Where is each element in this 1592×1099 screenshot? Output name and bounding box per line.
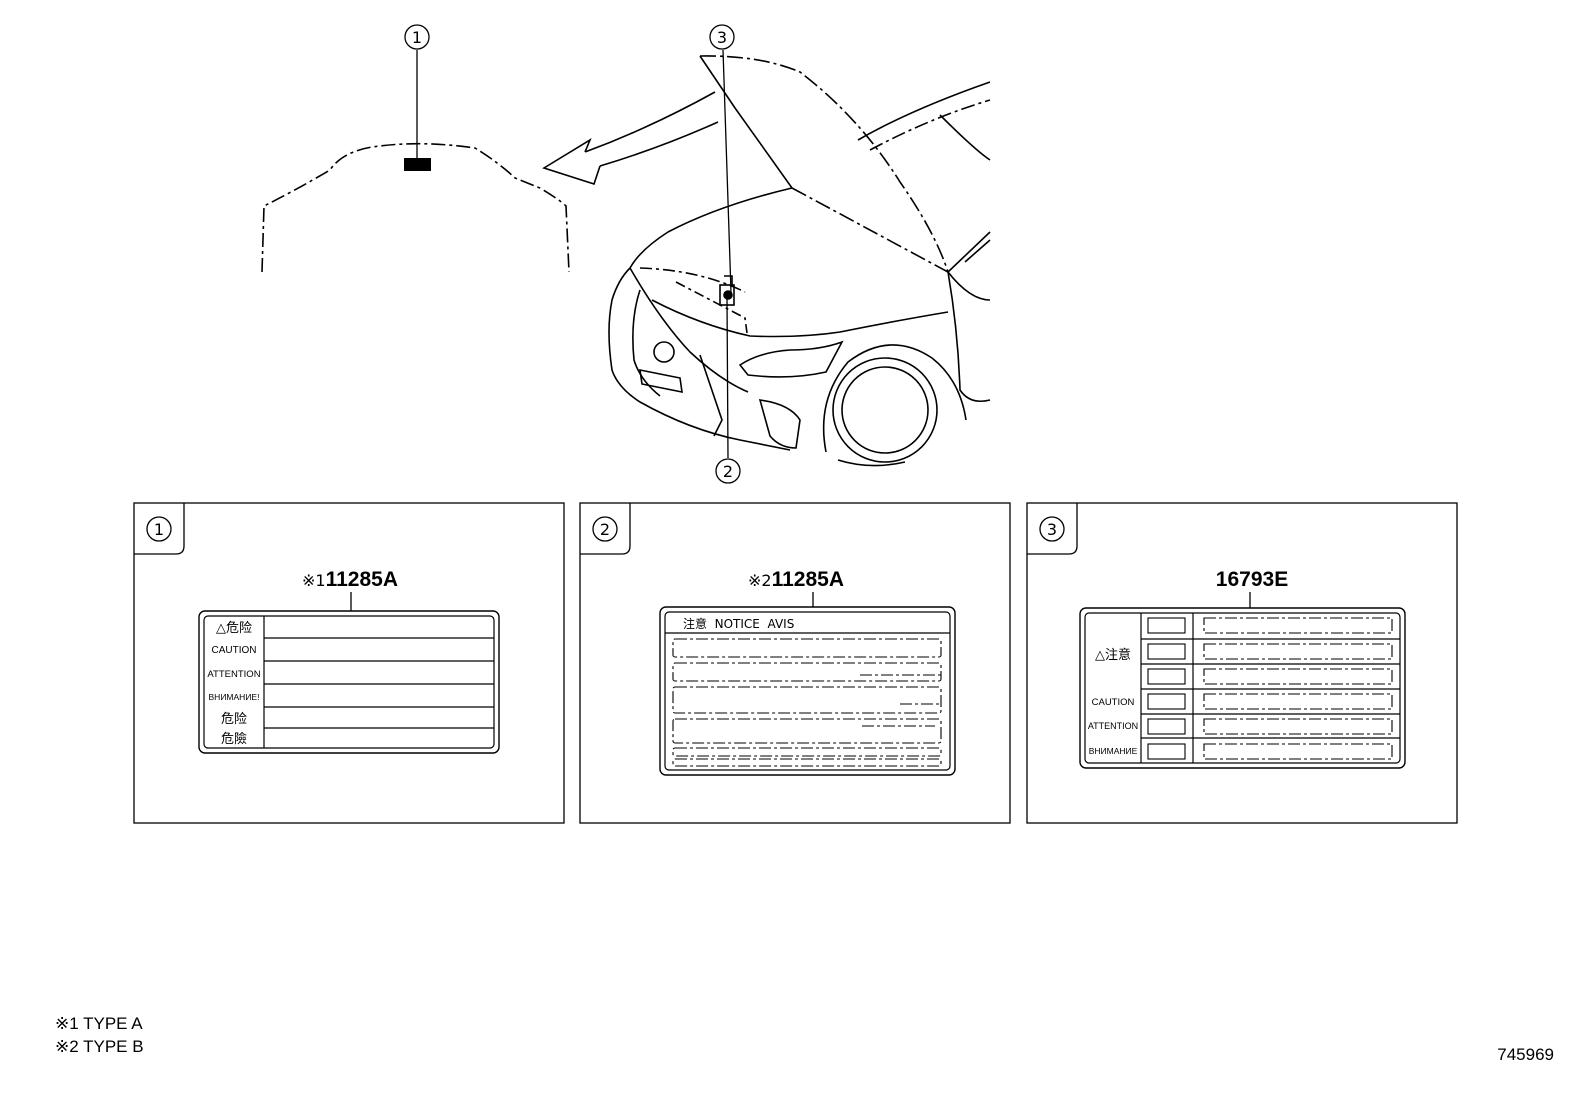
label-1-row-4: 危险 <box>221 712 247 727</box>
legend-item-type-a: ※1 TYPE A <box>55 1012 144 1035</box>
view-direction-arrow <box>542 91 719 186</box>
panel-2-part-number: ※211285A <box>748 568 844 591</box>
label-3-text-2: ATTENTION <box>1088 721 1138 731</box>
leader-line-2 <box>726 297 729 459</box>
callout-number-3: 3 <box>717 28 727 47</box>
label-1-row-2: ATTENTION <box>207 669 260 680</box>
legend-text-2: TYPE B <box>83 1037 144 1056</box>
panel-3-number: 3 <box>1047 520 1057 539</box>
type-legend: ※1 TYPE A ※2 TYPE B <box>55 1012 144 1058</box>
label-1-row-0: △危险 <box>216 621 252 636</box>
panel-1-part-number: ※111285A <box>302 568 398 591</box>
label-3-text-1: CAUTION <box>1092 697 1135 708</box>
vehicle-front-illustration <box>608 55 991 467</box>
callout-circle-3 <box>709 24 735 50</box>
caution-label-16793e: △注意 CAUTION ATTENTION ВНИМАНИЕ <box>1079 607 1406 769</box>
panel-3-part-number: 16793E <box>1216 568 1288 591</box>
figure-id: 745969 <box>1497 1045 1554 1064</box>
label-3-text-3: ВНИМАНИЕ <box>1089 746 1138 756</box>
hood-underside-view <box>261 142 570 273</box>
notice-label-type-b: 注意 NOTICE AVIS <box>659 606 956 776</box>
callout-number-2: 2 <box>723 462 733 481</box>
legend-item-type-b: ※2 TYPE B <box>55 1035 144 1058</box>
label-1-row-3: ВНИМАНИЕ! <box>209 692 260 702</box>
leader-line-3 <box>722 49 732 293</box>
label-2-header: 注意 NOTICE AVIS <box>683 616 794 631</box>
label-1-row-5: 危險 <box>221 732 247 747</box>
callout-circle-1 <box>404 24 430 50</box>
panel-1: 1 ※111285A △危险 CAUTION ATTENTION ВНИМАНИ… <box>133 502 565 824</box>
label-location-marker-1 <box>404 158 431 171</box>
label-1-row-1: CAUTION <box>212 645 257 656</box>
panel-2: 2 ※211285A 注意 NOTICE AVIS <box>579 502 1011 824</box>
callout-circle-2 <box>715 458 741 484</box>
legend-mark-1: ※1 <box>55 1014 79 1033</box>
panel-2-number: 2 <box>600 520 610 539</box>
caution-label-type-a: △危险 CAUTION ATTENTION ВНИМАНИЕ! 危险 危險 <box>198 610 500 754</box>
panel-1-number: 1 <box>154 520 164 539</box>
callout-number-1: 1 <box>412 28 422 47</box>
legend-text-1: TYPE A <box>83 1014 143 1033</box>
label-3-text-0: △注意 <box>1095 647 1131 663</box>
panel-3: 3 16793E <box>1026 502 1458 824</box>
legend-mark-2: ※2 <box>55 1037 79 1056</box>
